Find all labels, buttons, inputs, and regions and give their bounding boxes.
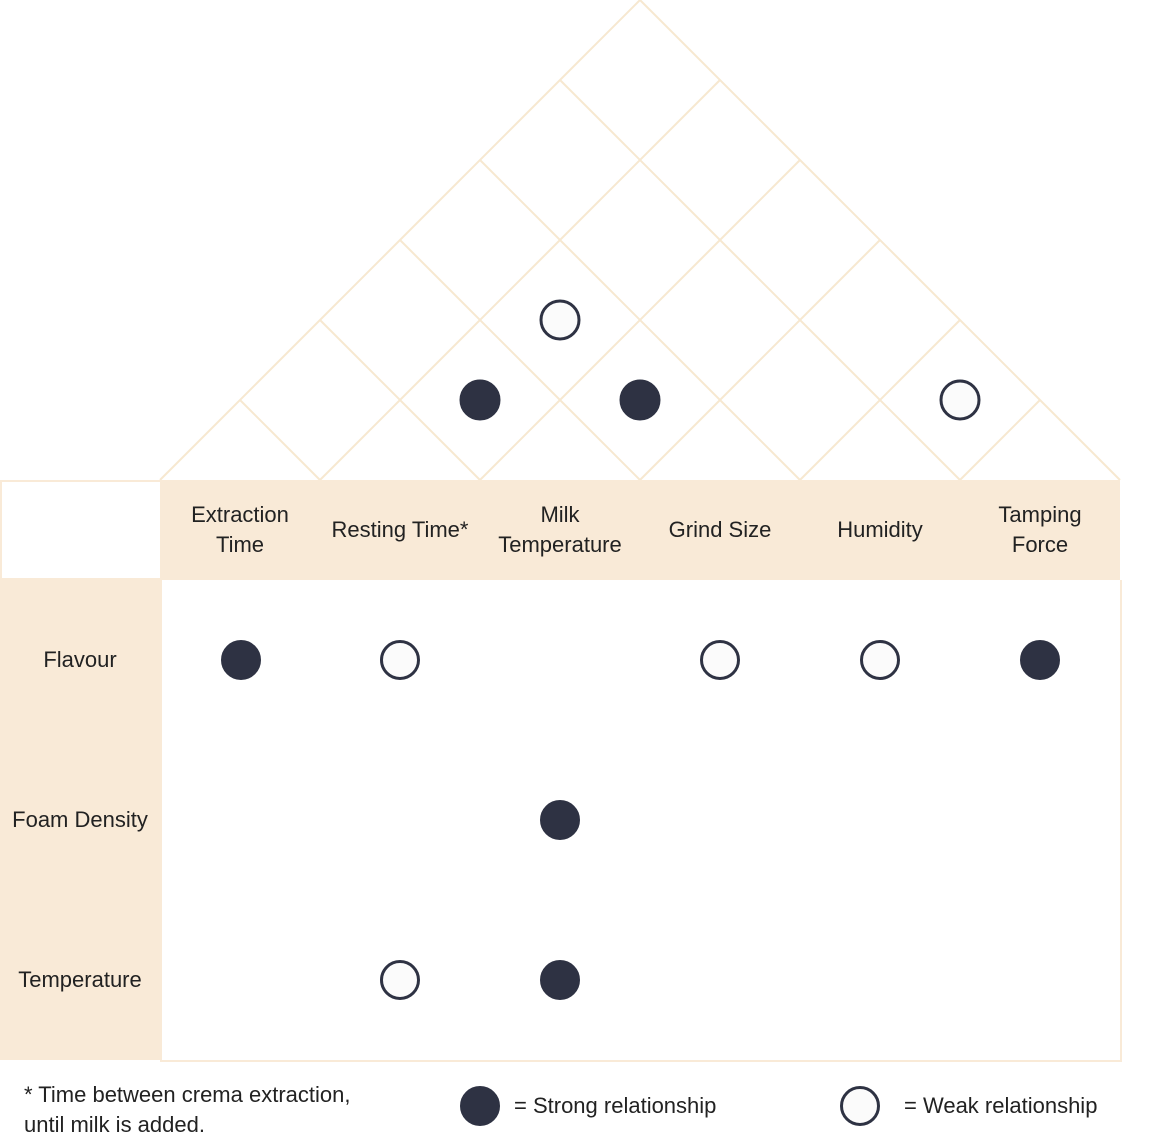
roof-gridline (639, 0, 1121, 481)
column-header: Extraction Time (160, 480, 320, 580)
weak-relationship-icon (860, 640, 900, 680)
matrix-cell (960, 580, 1122, 742)
roof-gridline (319, 319, 481, 481)
weak-correlation-icon (939, 379, 981, 421)
legend-weak: = Weak relationship (840, 1086, 1097, 1126)
roof-gridline (639, 239, 881, 481)
corner-cell (0, 480, 162, 580)
column-header: Milk Temperature (480, 480, 640, 580)
weak-relationship-icon (380, 960, 420, 1000)
row-header: Foam Density (0, 740, 160, 900)
matrix-cell (160, 900, 322, 1062)
matrix-cell (960, 900, 1122, 1062)
roof-gridline (319, 79, 721, 481)
strong-relationship-icon (540, 800, 580, 840)
matrix-cell (160, 580, 322, 742)
strong-relationship-icon (221, 640, 261, 680)
legend-strong-label: = Strong relationship (514, 1093, 717, 1118)
legend-weak-label: = Weak relationship (904, 1093, 1098, 1118)
strong-relationship-icon (540, 960, 580, 1000)
matrix-cell (640, 580, 802, 742)
matrix-cell (480, 900, 642, 1062)
matrix-cell (320, 900, 482, 1062)
row-header: Flavour (0, 580, 160, 740)
matrix-cell (800, 580, 962, 742)
weak-relationship-icon (380, 640, 420, 680)
legend: * Time between crema extraction, until m… (0, 1062, 1160, 1142)
correlation-roof (159, 0, 1121, 481)
footnote: * Time between crema extraction, until m… (24, 1082, 351, 1137)
matrix-cell (800, 740, 962, 902)
roof-gridline (479, 159, 801, 481)
column-header: Humidity (800, 480, 960, 580)
matrix-cell (480, 740, 642, 902)
matrix-cell (320, 740, 482, 902)
matrix-cell (640, 900, 802, 1062)
matrix-cell (320, 580, 482, 742)
matrix-cell (800, 900, 962, 1062)
strong-correlation-icon (459, 379, 501, 421)
matrix-cell (160, 740, 322, 902)
row-header: Temperature (0, 900, 160, 1060)
roof-gridline (959, 399, 1041, 481)
strong-relationship-icon (460, 1086, 500, 1126)
column-header: Tamping Force (960, 480, 1120, 580)
column-header: Grind Size (640, 480, 800, 580)
weak-correlation-icon (539, 299, 581, 341)
roof-gridline (399, 239, 641, 481)
roof-gridline (239, 399, 321, 481)
matrix-cell (640, 740, 802, 902)
weak-relationship-icon (700, 640, 740, 680)
weak-relationship-icon (840, 1086, 880, 1126)
roof-gridline (559, 79, 961, 481)
strong-correlation-icon (619, 379, 661, 421)
column-header: Resting Time* (320, 480, 480, 580)
legend-strong: = Strong relationship (460, 1086, 716, 1126)
matrix-cell (480, 580, 642, 742)
matrix-cell (960, 740, 1122, 902)
strong-relationship-icon (1020, 640, 1060, 680)
